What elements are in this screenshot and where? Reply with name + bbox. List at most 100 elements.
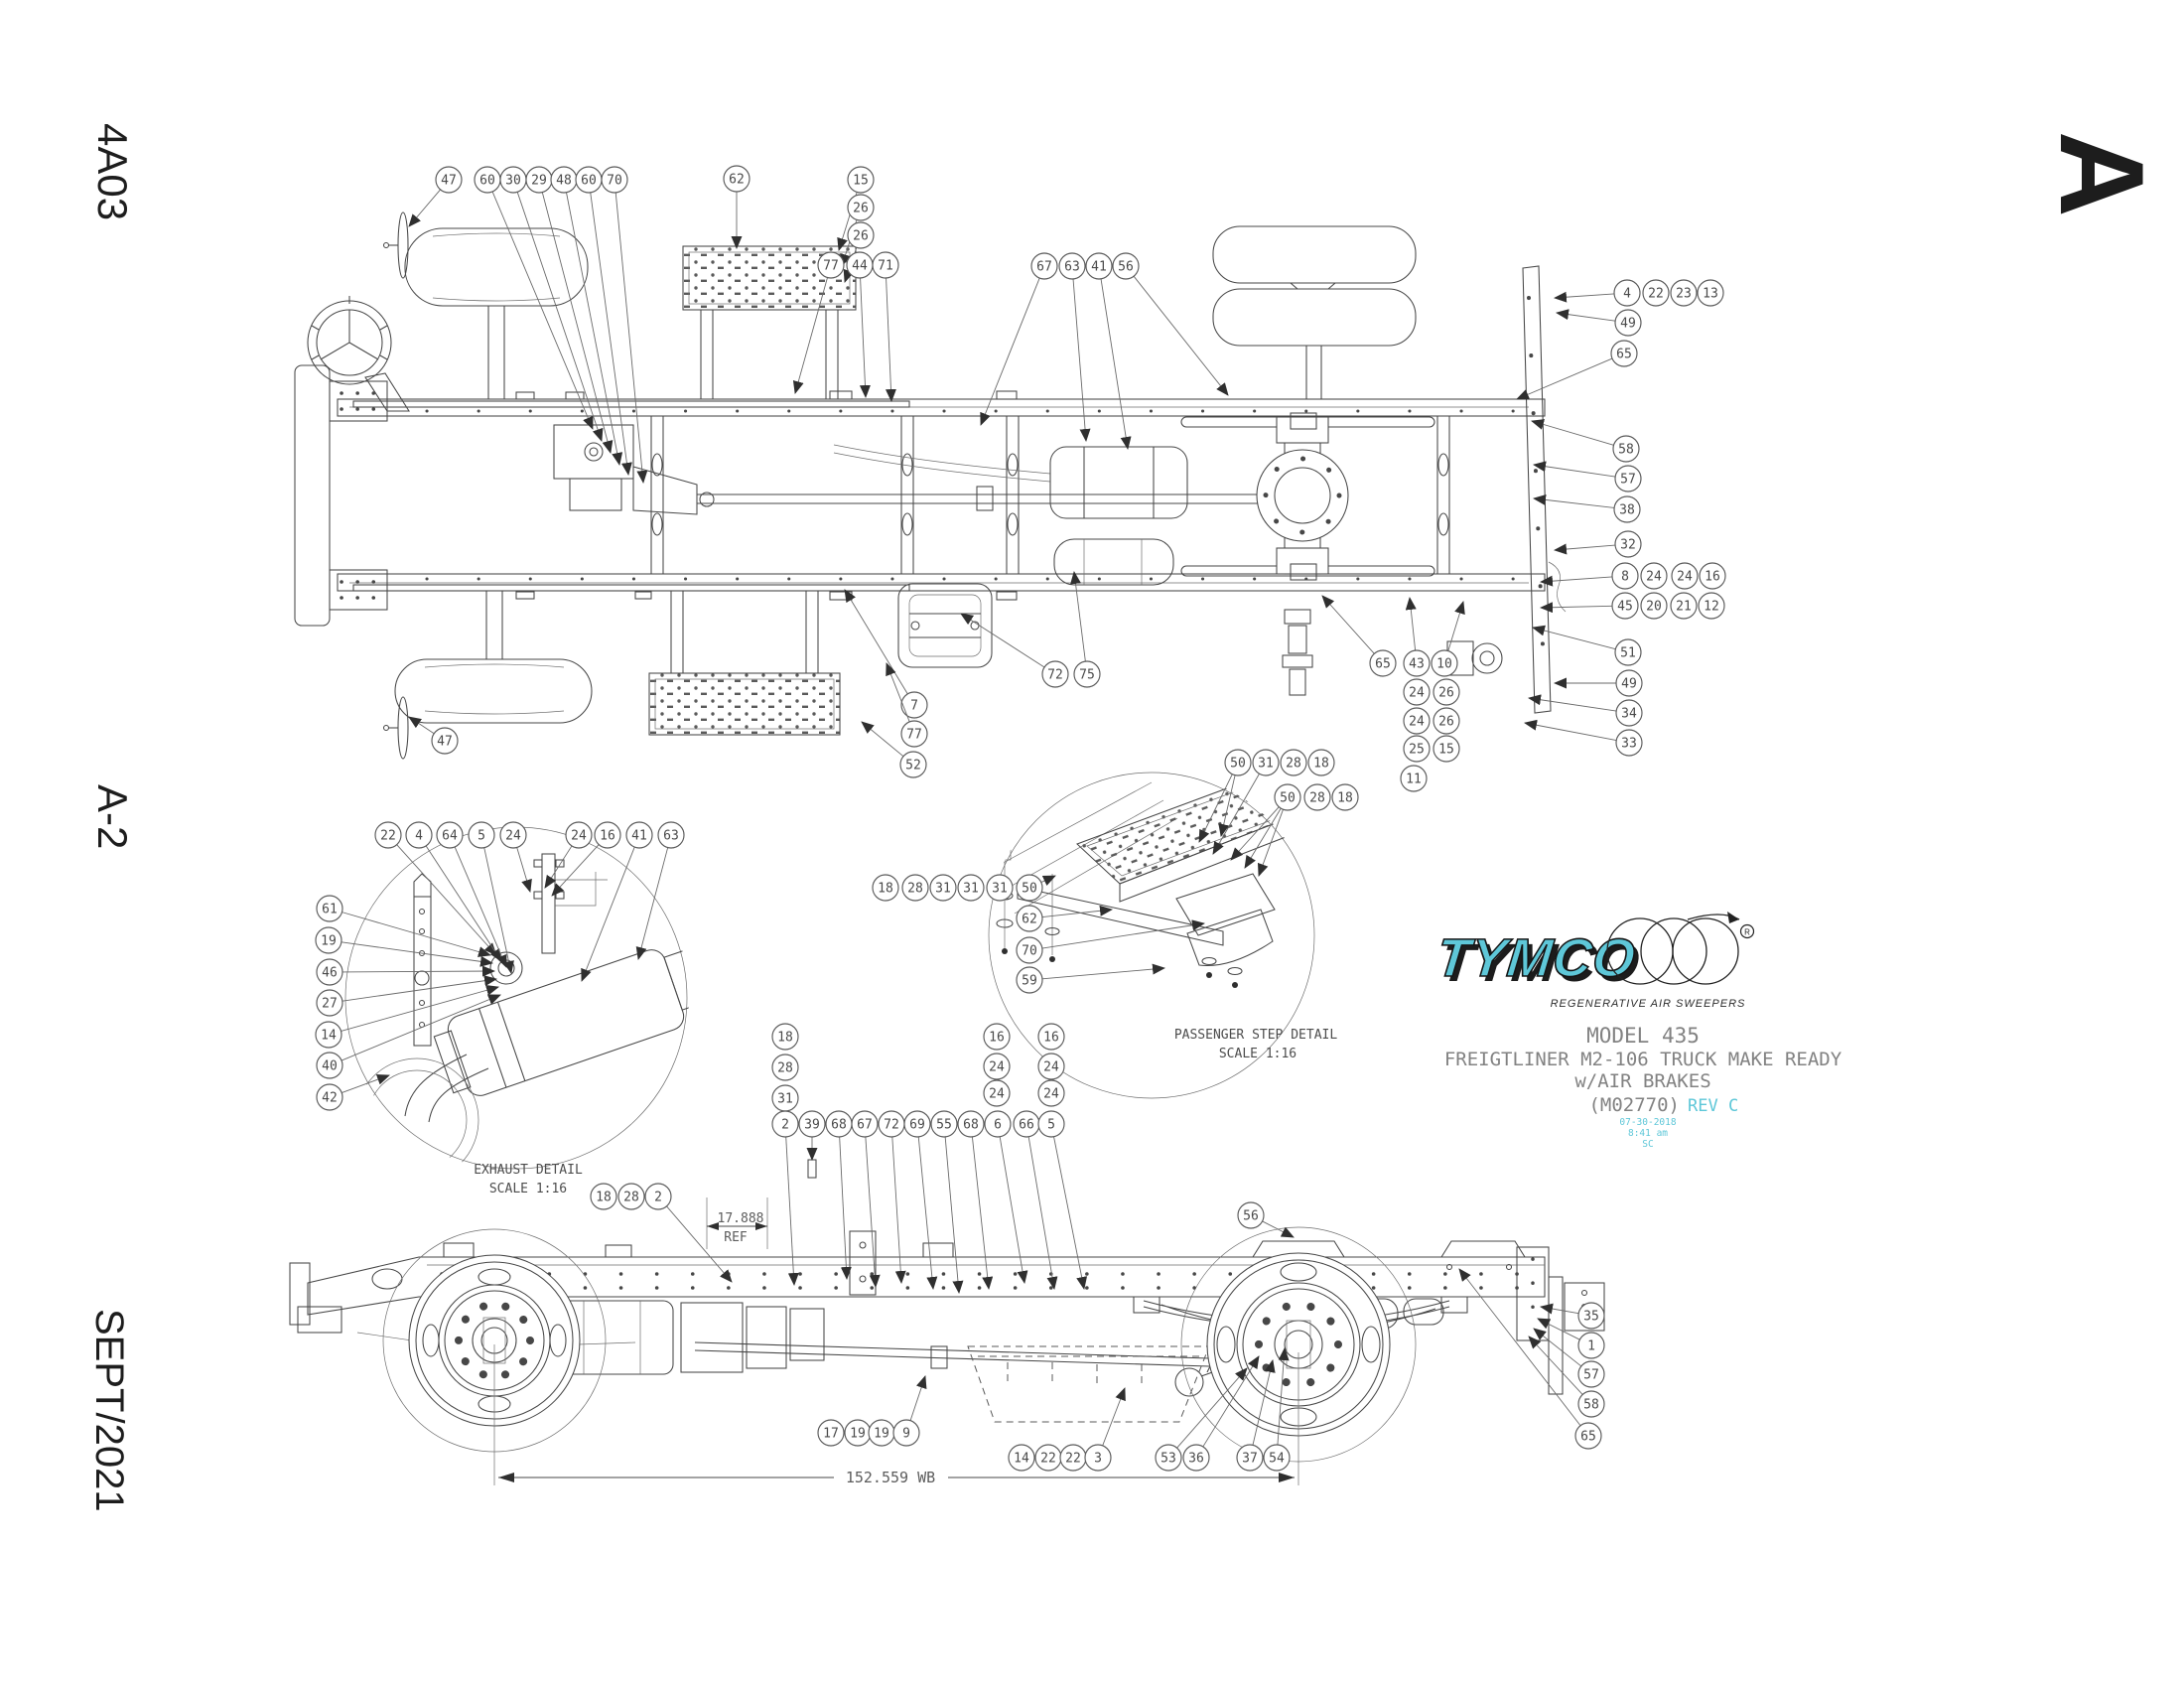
leader-line xyxy=(408,716,435,735)
callout-27: 27 xyxy=(316,989,343,1017)
svg-text:69: 69 xyxy=(909,1118,925,1133)
svg-text:70: 70 xyxy=(1022,944,1037,959)
svg-text:15: 15 xyxy=(853,174,869,189)
svg-text:65: 65 xyxy=(1375,657,1391,672)
callout-69: 69 xyxy=(903,1110,931,1138)
leader-line xyxy=(566,192,623,466)
brakes-line: w/AIR BRAKES xyxy=(1574,1070,1710,1092)
leader-line xyxy=(944,1136,964,1294)
leader-line xyxy=(909,1375,927,1421)
svg-text:19: 19 xyxy=(321,934,337,949)
svg-text:4: 4 xyxy=(415,829,423,844)
sheet-code: 4A03 xyxy=(89,123,136,220)
leader-line xyxy=(891,1136,906,1284)
svg-text:24: 24 xyxy=(989,1087,1005,1102)
callout-4: 4 xyxy=(1613,279,1641,307)
callout-42: 42 xyxy=(316,1083,343,1111)
ref-dimension-value: 17.888 xyxy=(718,1211,764,1226)
svg-text:32: 32 xyxy=(1620,538,1636,553)
svg-text:39: 39 xyxy=(804,1118,820,1133)
callout-31: 31 xyxy=(771,1084,799,1112)
callout-17: 17 xyxy=(817,1419,845,1447)
leader-line xyxy=(544,845,573,889)
callout-25: 25 xyxy=(1403,735,1431,763)
callout-28: 28 xyxy=(771,1054,799,1081)
leader-line xyxy=(454,846,507,968)
registered-mark-icon xyxy=(1739,923,1755,939)
svg-text:63: 63 xyxy=(663,829,679,844)
step-detail-scale: SCALE 1:16 xyxy=(1219,1047,1297,1061)
callout-60: 60 xyxy=(474,166,501,194)
callout-72: 72 xyxy=(878,1110,905,1138)
stamp-date: 07-30-2018 xyxy=(1619,1117,1676,1128)
callout-66: 66 xyxy=(1013,1110,1040,1138)
svg-text:68: 68 xyxy=(831,1118,847,1133)
svg-text:41: 41 xyxy=(631,829,647,844)
callout-67: 67 xyxy=(1030,252,1058,280)
svg-text:18: 18 xyxy=(878,882,893,897)
callout-18: 18 xyxy=(590,1183,617,1210)
callout-24: 24 xyxy=(1671,562,1699,590)
callout-12: 12 xyxy=(1698,592,1725,620)
callout-56: 56 xyxy=(1112,252,1140,280)
part-number: (M02770) xyxy=(1588,1094,1680,1116)
callout-75: 75 xyxy=(1073,660,1101,688)
svg-text:16: 16 xyxy=(989,1031,1005,1046)
callout-24: 24 xyxy=(983,1053,1011,1080)
svg-text:62: 62 xyxy=(1022,913,1037,927)
leader-line xyxy=(341,941,493,967)
svg-text:10: 10 xyxy=(1436,657,1452,672)
callout-24: 24 xyxy=(1640,562,1668,590)
leader-line xyxy=(396,844,497,956)
leader-line xyxy=(541,192,614,454)
leader-line xyxy=(516,192,604,442)
leader-line xyxy=(886,662,910,723)
svg-text:12: 12 xyxy=(1704,600,1719,615)
callout-19: 19 xyxy=(844,1419,872,1447)
callout-26: 26 xyxy=(1433,707,1460,735)
callout-59: 59 xyxy=(1016,966,1043,994)
callout-1: 1 xyxy=(1577,1332,1605,1359)
svg-text:40: 40 xyxy=(322,1059,338,1074)
callout-68: 68 xyxy=(825,1110,853,1138)
svg-text:70: 70 xyxy=(607,174,622,189)
callout-24: 24 xyxy=(1403,707,1431,735)
leader-line xyxy=(590,192,632,476)
svg-text:2: 2 xyxy=(654,1191,662,1205)
callout-30: 30 xyxy=(499,166,527,194)
callout-2: 2 xyxy=(644,1183,672,1210)
truck-line: FREIGTLINER M2-106 TRUCK MAKE READY xyxy=(1444,1049,1843,1070)
leader-line xyxy=(1533,493,1615,508)
leader-line xyxy=(1053,1136,1088,1290)
callout-55: 55 xyxy=(930,1110,958,1138)
svg-text:41: 41 xyxy=(1091,260,1107,275)
callout-54: 54 xyxy=(1263,1444,1291,1472)
revision-label: REV C xyxy=(1688,1096,1738,1116)
callout-18: 18 xyxy=(771,1023,799,1051)
svg-text:24: 24 xyxy=(571,829,587,844)
svg-text:47: 47 xyxy=(441,174,457,189)
svg-text:57: 57 xyxy=(1583,1368,1599,1383)
svg-text:60: 60 xyxy=(479,174,495,189)
leader-line xyxy=(1556,309,1616,322)
callout-5: 5 xyxy=(468,821,495,849)
svg-text:58: 58 xyxy=(1583,1398,1599,1413)
leader-line xyxy=(614,192,648,484)
callout-43: 43 xyxy=(1403,649,1431,677)
tymco-logo: TYMCO TYMCO R REGENERATIVE AIR SWEEPERS xyxy=(1433,912,1755,1010)
passenger-step-detail-view xyxy=(988,772,1315,1099)
callout-10: 10 xyxy=(1431,649,1458,677)
svg-text:71: 71 xyxy=(878,259,893,274)
callout-8: 8 xyxy=(1611,562,1639,590)
callout-72: 72 xyxy=(1041,660,1069,688)
callout-64: 64 xyxy=(436,821,464,849)
leader-line xyxy=(971,1136,994,1290)
callout-33: 33 xyxy=(1615,729,1643,757)
svg-text:17: 17 xyxy=(823,1427,839,1442)
svg-text:24: 24 xyxy=(989,1060,1005,1075)
step-detail-caption: PASSENGER STEP DETAIL xyxy=(1174,1028,1338,1043)
dimension-lines xyxy=(493,1197,1299,1485)
callout-31: 31 xyxy=(986,874,1014,902)
